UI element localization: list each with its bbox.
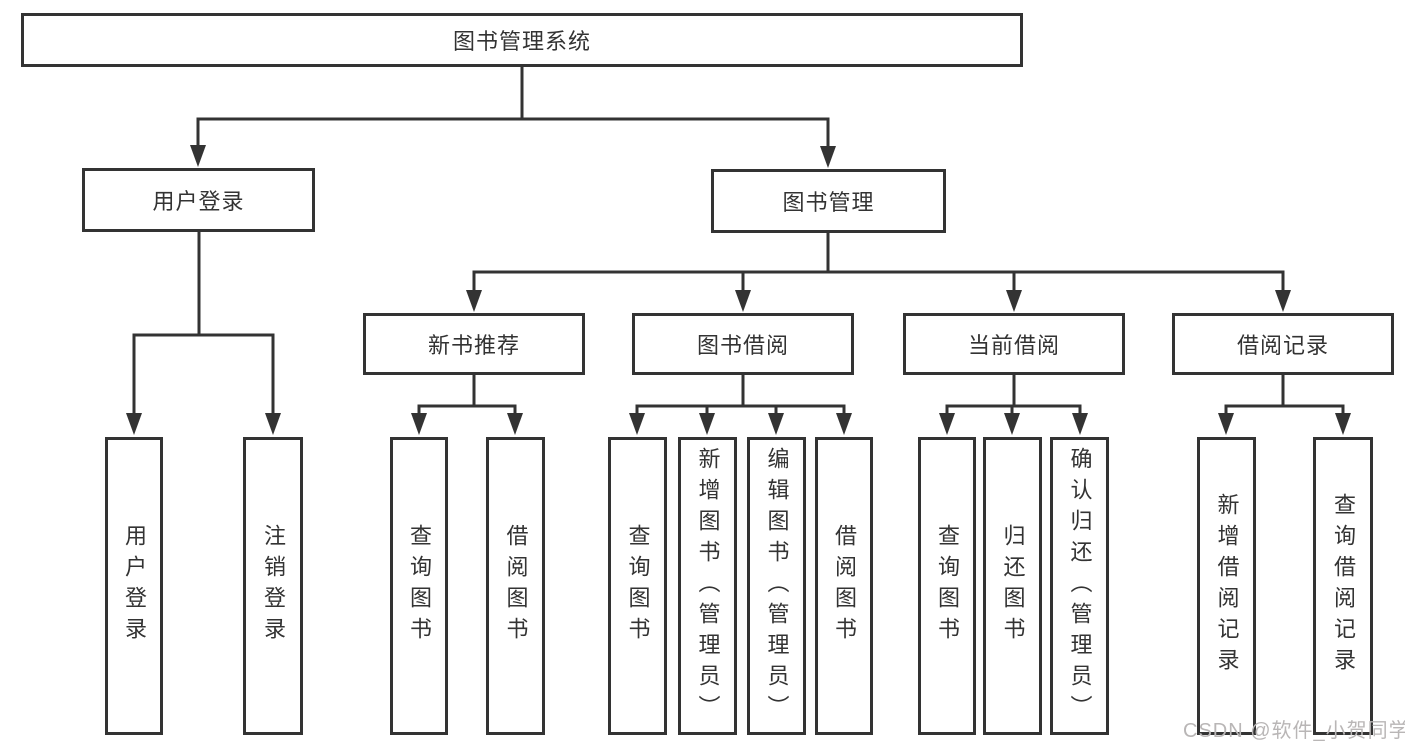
leaf-query-books-current: 查询图书 [918, 437, 976, 735]
leaf-return-book: 归还图书 [983, 437, 1042, 735]
leaf-label: 新增图书（管理员） [695, 446, 721, 726]
node-root: 图书管理系统 [21, 13, 1023, 67]
leaf-borrow-books-recommend: 借阅图书 [486, 437, 545, 735]
leaf-user-login: 用户登录 [105, 437, 163, 735]
leaf-label: 查询图书 [407, 524, 432, 648]
leaf-label: 注销登录 [261, 524, 286, 648]
leaf-logout: 注销登录 [243, 437, 303, 735]
leaf-label: 确认归还（管理员） [1067, 446, 1093, 726]
leaf-label: 查询图书 [625, 524, 651, 648]
leaf-edit-book-admin: 编辑图书（管理员） [747, 437, 806, 735]
leaf-label: 用户登录 [122, 524, 147, 648]
leaf-query-books-recommend: 查询图书 [390, 437, 448, 735]
leaf-label: 编辑图书（管理员） [764, 446, 790, 726]
leaf-label: 查询图书 [935, 524, 960, 648]
node-borrow-records: 借阅记录 [1172, 313, 1394, 375]
leaf-label: 借阅图书 [832, 524, 857, 648]
leaf-add-book-admin: 新增图书（管理员） [678, 437, 737, 735]
leaf-query-borrow-record: 查询借阅记录 [1313, 437, 1373, 735]
leaf-label: 新增借阅记录 [1214, 493, 1240, 679]
leaf-label: 借阅图书 [503, 524, 529, 648]
leaf-label: 归还图书 [1000, 524, 1026, 648]
node-current-borrow: 当前借阅 [903, 313, 1125, 375]
leaf-label: 查询借阅记录 [1331, 493, 1356, 679]
leaf-query-books-borrow: 查询图书 [608, 437, 667, 735]
node-book-borrow: 图书借阅 [632, 313, 854, 375]
node-new-book-recommend: 新书推荐 [363, 313, 585, 375]
leaf-add-borrow-record: 新增借阅记录 [1197, 437, 1256, 735]
watermark: CSDN @软件_小贺同学 [1183, 720, 1405, 742]
node-book-management: 图书管理 [711, 169, 946, 233]
node-user-login: 用户登录 [82, 168, 315, 232]
leaf-confirm-return-admin: 确认归还（管理员） [1050, 437, 1109, 735]
leaf-borrow-books: 借阅图书 [815, 437, 873, 735]
